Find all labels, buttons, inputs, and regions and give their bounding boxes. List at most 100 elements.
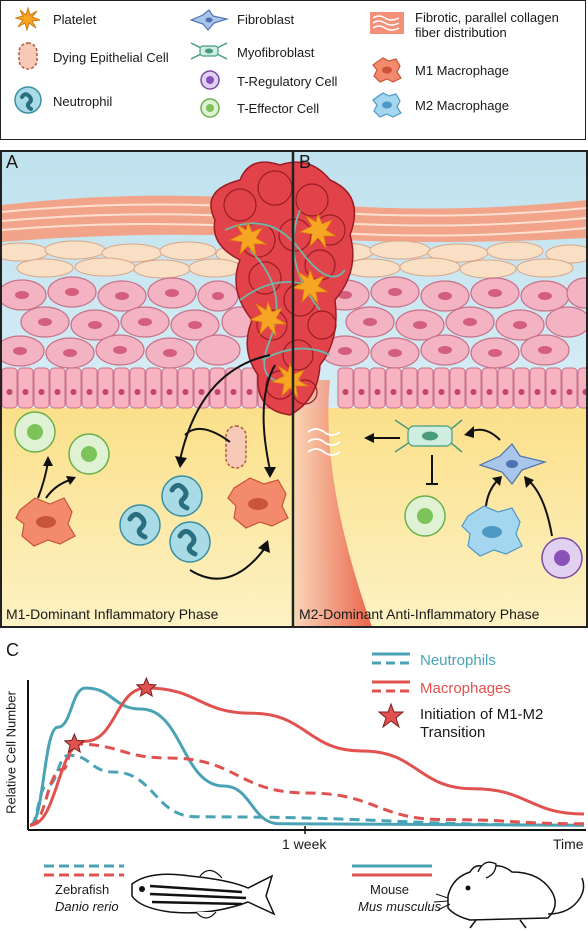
mouse-common-name: Mouse [370,882,410,897]
basal-cell-nucleus [534,389,541,395]
zebrafish-icon [131,869,276,919]
basal-cell [177,367,194,409]
t-effector-cell [404,495,446,537]
scar-tissue [295,380,372,627]
neutrophil [161,475,203,517]
basal-cell [353,367,370,409]
blood-clot [210,161,356,416]
mouse-icon [433,861,585,929]
panel-b-label: B [299,152,312,172]
panel-a-label: A [6,152,19,172]
basal-cell [1,367,18,409]
basal-cell [337,367,354,409]
basal-cell [465,367,482,409]
basal-cell-nucleus [38,389,45,395]
dying-epithelial-icon [18,42,38,70]
basal-cell-nucleus [214,389,221,395]
basal-cell [481,367,498,409]
t-effector-cell [68,433,110,475]
t-regulatory-cell [541,537,583,579]
transition-star-marker [135,676,158,698]
basal-cell [49,367,66,409]
legend-m1: M1 Macrophage [415,63,509,78]
legend-t-regulatory: T-Regulatory Cell [237,74,338,89]
basal-cell [33,367,50,409]
basal-cell [385,367,402,409]
basal-cell [433,367,450,409]
basal-cell-nucleus [6,389,13,395]
basal-cell [449,367,466,409]
mouse-latin-name: Mus musculus [358,899,442,914]
basal-cell-nucleus [166,389,173,395]
legend-star-icon [377,702,405,729]
basal-cell [161,367,178,409]
series-mouse-neutrophils [29,686,585,827]
legend-neutrophils-label: Neutrophils [420,652,496,669]
basal-cell [497,367,514,409]
basal-cell-nucleus [230,389,237,395]
legend-transition-label: Initiation of M1-M2 Transition [420,706,544,741]
legend-m2: M2 Macrophage [415,98,509,113]
series-mouse-macrophages [29,686,585,827]
legend-dying-epithelial: Dying Epithelial Cell [53,50,169,65]
basal-cell-nucleus [22,389,29,395]
basal-cell [81,367,98,409]
series-zebrafish-macrophages [29,742,585,827]
basal-cell [369,367,386,409]
panel-b-caption: M2-Dominant Anti-Inflammatory Phase [299,606,540,622]
x-axis-label: Time [553,836,584,852]
chart-markers [63,676,158,754]
basal-cell [241,367,258,409]
legend-fibroblast: Fibroblast [237,12,295,27]
legend-macrophages-label: Macrophages [420,680,511,697]
basal-cell-nucleus [390,389,397,395]
t-regulatory-icon [200,70,220,90]
basal-cell-nucleus [150,389,157,395]
basal-cell [113,367,130,409]
legend-t-effector: T-Effector Cell [237,101,320,116]
collagen-fibers [307,428,341,456]
m1-macrophage [15,497,76,547]
zebrafish-latin-name: Danio rerio [55,899,119,914]
basal-cell [97,367,114,409]
chart-ylabel: Relative Cell Number [3,691,19,814]
basal-cell-nucleus [518,389,525,395]
platelet-icon [15,7,41,31]
basal-cell [513,367,530,409]
basal-cell [577,367,588,409]
legend-neutrophil: Neutrophil [53,94,113,109]
basal-cell-nucleus [118,389,125,395]
basal-cell-nucleus [342,389,349,395]
dying-epithelial-cell [225,425,247,469]
epithelial-cells [0,276,588,369]
basal-cell-nucleus [246,389,253,395]
m1-macrophage-icon [372,57,402,83]
m2-macrophage-icon [372,92,402,118]
basal-cell-nucleus [374,389,381,395]
fibroblast [478,443,548,485]
basal-cell-nucleus [470,389,477,395]
basal-cell [545,367,562,409]
legend-myofibroblast: Myofibroblast [237,45,315,60]
basal-cell [561,367,578,409]
collagen-icon [370,12,404,34]
basal-cell-nucleus [486,389,493,395]
basal-cell [225,367,242,409]
panel-c-label: C [6,640,19,660]
myofibroblast [394,419,463,453]
neutrophil-icon [14,86,42,114]
chart-lines [29,686,585,827]
basal-cell [529,367,546,409]
organism-legend [44,861,585,929]
legend-collagen: Fibrotic, parallel collagen fiber distri… [415,10,559,40]
basal-cell-nucleus [406,389,413,395]
basal-cell [65,367,82,409]
basal-cell-nucleus [438,389,445,395]
basal-cell [129,367,146,409]
basal-cell [17,367,34,409]
basal-cell-nucleus [70,389,77,395]
basal-cell-nucleus [102,389,109,395]
clot-platelets [228,212,338,400]
basal-cell-nucleus [54,389,61,395]
legend-platelet: Platelet [53,12,97,27]
